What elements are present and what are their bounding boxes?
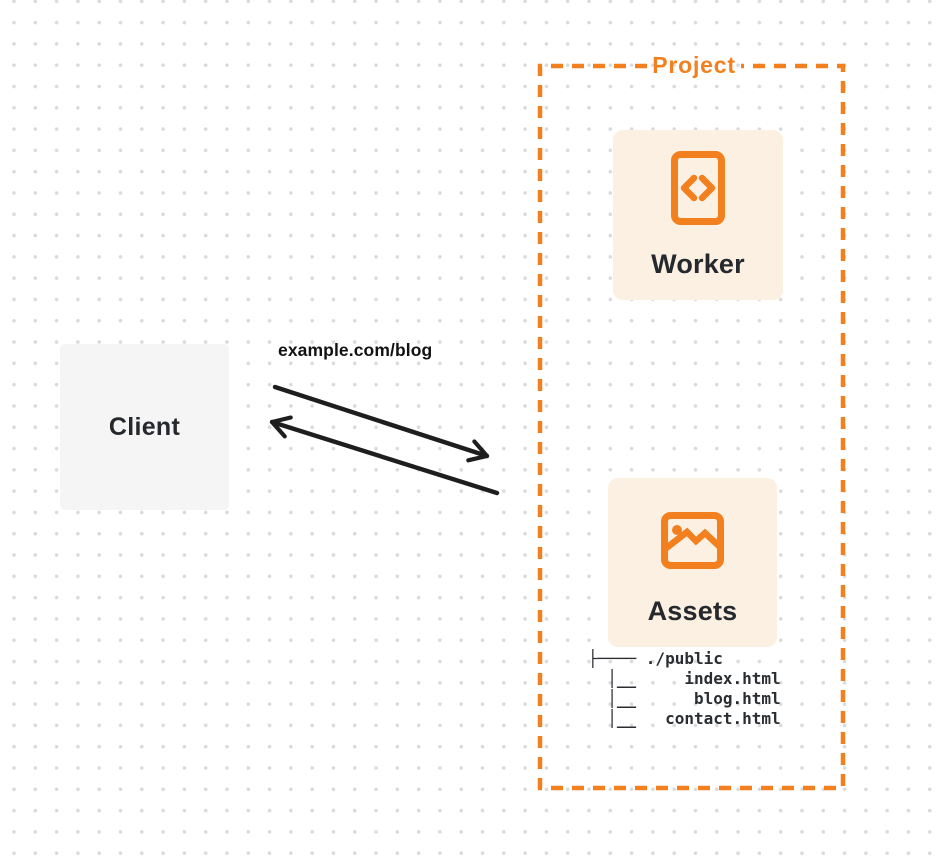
client-label: Client xyxy=(108,412,181,441)
assets-card: Assets xyxy=(608,478,777,647)
chevron-right-glyph xyxy=(698,174,716,202)
worker-card: Worker xyxy=(613,130,783,300)
sun-glyph xyxy=(672,525,682,535)
client-box: Client xyxy=(60,344,229,510)
worker-label: Worker xyxy=(651,249,745,279)
file-tree-line-contact: │__ contact.html xyxy=(588,709,781,728)
assets-label: Assets xyxy=(647,596,738,626)
code-file-icon xyxy=(671,151,725,225)
request-url-label: example.com/blog xyxy=(278,340,433,360)
file-tree-line-public: ├──── ./public xyxy=(588,649,723,668)
response-arrow xyxy=(269,415,500,496)
file-tree-line-blog: │__ blog.html xyxy=(588,689,781,708)
project-boundary xyxy=(537,63,846,791)
file-tree: ├──── ./public │__ index.html │__ blog.h… xyxy=(588,649,781,729)
request-arrow xyxy=(272,384,490,463)
chevron-left-glyph xyxy=(680,174,698,202)
file-tree-line-index: │__ index.html xyxy=(588,669,781,688)
image-icon xyxy=(661,512,724,569)
mountains-glyph xyxy=(663,527,723,552)
project-label: Project xyxy=(652,52,736,78)
